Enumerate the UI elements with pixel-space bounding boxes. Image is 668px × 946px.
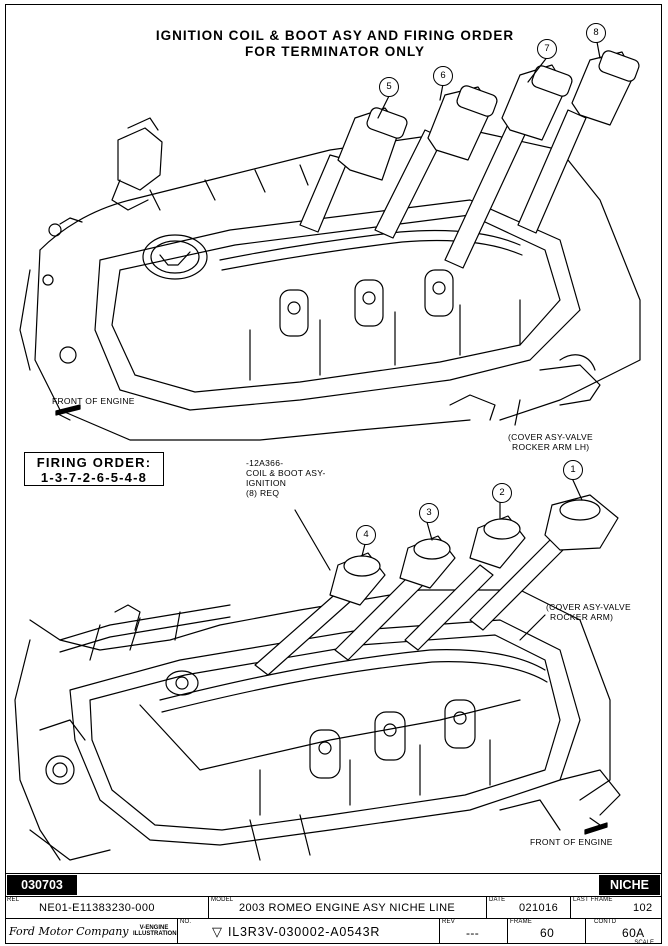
coil-description-line-2: IGNITION <box>246 478 287 488</box>
drawing-frame <box>5 4 662 944</box>
date-cell: DATE 021016 <box>486 896 570 918</box>
model-label: MODEL <box>211 897 234 903</box>
diagram-title: IGNITION COIL & BOOT ASY AND FIRING ORDE… <box>120 28 550 60</box>
cylinder-number-2: 2 <box>492 483 512 503</box>
lower-coils <box>254 494 619 676</box>
contd-value: 60A <box>622 926 645 940</box>
frame-label: FRAME <box>510 919 532 925</box>
last-frame-cell: LAST FRAME 102 <box>570 896 662 918</box>
valve-cover-rh-line-2: ROCKER ARM) <box>550 612 614 622</box>
upper-engine-drawing <box>19 41 641 441</box>
firing-order-sequence: 1-3-7-2-6-5-4-8 <box>40 470 148 485</box>
cylinder-number-5: 5 <box>379 77 399 97</box>
cylinder-number-4: 4 <box>356 525 376 545</box>
title-line-2: FOR TERMINATOR ONLY <box>244 44 425 59</box>
valve-cover-lh-line-2: ROCKER ARM LH) <box>512 442 590 452</box>
front-of-engine-label-lower: FRONT OF ENGINE <box>530 837 613 847</box>
cylinder-number-6: 6 <box>433 66 453 86</box>
rel-cell: REL NE01-E11383230-000 <box>5 896 208 918</box>
firing-order-box: FIRING ORDER: 1-3-7-2-6-5-4-8 <box>24 452 164 486</box>
cylinder-number-1: 1 <box>563 460 583 480</box>
cylinder-number-7: 7 <box>537 39 557 59</box>
lower-engine-drawing <box>14 477 621 861</box>
rel-label: REL <box>7 897 20 903</box>
no-label: NO. <box>180 919 192 925</box>
scale-label: SCALE <box>634 940 654 946</box>
valve-cover-rh-line-1: (COVER ASY-VALVE <box>546 602 631 612</box>
valve-cover-rh-callout: (COVER ASY-VALVE ROCKER ARM) <box>546 602 631 622</box>
coil-callout: -12A366- COIL & BOOT ASY- IGNITION (8) R… <box>246 458 326 498</box>
valve-cover-lh-callout: (COVER ASY-VALVE ROCKER ARM LH) <box>508 432 593 452</box>
front-of-engine-label-upper: FRONT OF ENGINE <box>52 396 135 406</box>
contd-label: CONTD <box>594 919 617 925</box>
cylinder-number-3: 3 <box>419 503 439 523</box>
model-cell: MODEL 2003 ROMEO ENGINE ASY NICHE LINE <box>208 896 486 918</box>
frame-value: 60 <box>540 926 555 940</box>
upper-coils <box>299 50 640 269</box>
title-line-1: IGNITION COIL & BOOT ASY AND FIRING ORDE… <box>155 28 515 43</box>
cylinder-number-8: 8 <box>586 23 606 43</box>
rev-value: --- <box>466 926 480 940</box>
title-block: 030703 NICHE REL NE01-E11383230-000 MODE… <box>5 873 662 946</box>
rel-value: NE01-E11383230-000 <box>39 902 155 914</box>
frame-code-left: 030703 <box>7 875 77 895</box>
ford-logo-text: Ford Motor Company <box>9 925 129 938</box>
date-label: DATE <box>489 897 506 903</box>
date-value: 021016 <box>519 902 559 914</box>
rev-cell: REV --- <box>439 918 507 944</box>
rev-label: REV <box>442 919 455 925</box>
contd-cell: CONTD 60A SCALE <box>585 918 662 946</box>
frame-cell: FRAME 60 <box>507 918 585 944</box>
firing-order-label: FIRING ORDER: <box>36 455 152 470</box>
v-engine-text: V-ENGINE <box>139 925 169 931</box>
valve-cover-lh-line-1: (COVER ASY-VALVE <box>508 432 593 442</box>
illustration-text: ILLUSTRATION <box>133 931 177 937</box>
triangle-icon: ▽ <box>212 924 223 939</box>
illustration-number: IL3R3V-030002-A0543R <box>228 925 381 939</box>
coil-quantity: (8) REQ <box>246 488 280 498</box>
last-frame-label: LAST FRAME <box>573 897 613 903</box>
coil-description-line-1: COIL & BOOT ASY- <box>246 468 326 478</box>
v-engine-illustration-mark: V-ENGINE ILLUSTRATION <box>133 925 177 937</box>
model-value: 2003 ROMEO ENGINE ASY NICHE LINE <box>239 902 456 914</box>
coil-part-number: -12A366- <box>246 458 284 468</box>
frame-code-right: NICHE <box>599 875 660 895</box>
last-frame-value: 102 <box>633 902 653 914</box>
logo-cell: Ford Motor Company V-ENGINE ILLUSTRATION <box>5 918 177 944</box>
number-cell: NO. ▽ IL3R3V-030002-A0543R <box>177 918 439 944</box>
